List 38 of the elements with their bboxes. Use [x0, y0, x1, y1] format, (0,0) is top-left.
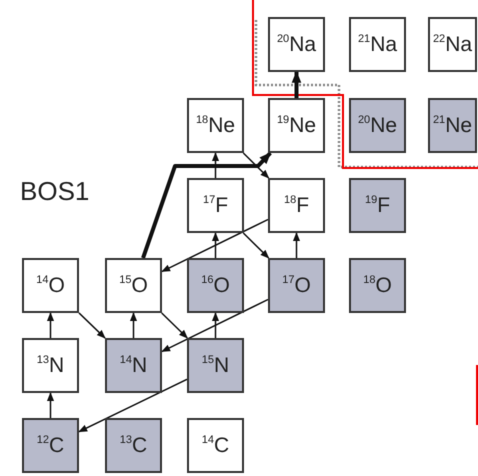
nuclide-box: $^{20}$Ne: [349, 98, 406, 153]
nuclide-box: $^{16}$O: [187, 258, 244, 313]
arrow: [161, 218, 268, 272]
arrow: [78, 312, 106, 339]
arrow: [78, 378, 188, 432]
nuclide-box: $^{18}$O: [349, 258, 406, 313]
nuclide-box: $^{14}$O: [22, 258, 79, 313]
nuclide-box: $^{22}$Na: [428, 17, 477, 72]
arrow: [161, 298, 268, 352]
arrow: [46, 392, 54, 418]
arrow: [212, 232, 220, 258]
arrow: [242, 232, 270, 259]
nuclide-box: $^{19}$F: [349, 178, 406, 233]
nuclide-box: $^{17}$F: [187, 178, 244, 233]
nuclide-box: $^{14}$N: [105, 338, 162, 393]
nuclide-box: $^{15}$N: [187, 338, 244, 393]
nuclide-box: $^{18}$F: [268, 178, 325, 233]
arrow: [130, 312, 138, 338]
nuclide-box: $^{20}$Na: [268, 17, 325, 72]
nuclide-box: $^{14}$C: [187, 418, 244, 473]
diagram-label: BOS1: [20, 176, 90, 207]
arrow: [46, 312, 54, 338]
nuclide-box: $^{13}$N: [22, 338, 79, 393]
arrow: [292, 232, 300, 258]
arrow: [212, 152, 220, 178]
nuclide-box: $^{18}$Ne: [187, 98, 244, 153]
nuclide-box: $^{13}$C: [105, 418, 162, 473]
nuclide-box: $^{15}$O: [105, 258, 162, 313]
nuclide-box: $^{12}$C: [22, 418, 79, 473]
arrow: [161, 312, 188, 339]
arrow: [292, 70, 302, 98]
arrow: [242, 152, 270, 179]
nuclide-box: $^{21}$Ne: [428, 98, 477, 153]
nuclide-box: $^{21}$Na: [349, 17, 406, 72]
arrow: [141, 152, 272, 259]
arrow: [212, 312, 220, 338]
nuclide-box: $^{19}$Ne: [268, 98, 325, 153]
nuclide-box: $^{17}$O: [268, 258, 325, 313]
